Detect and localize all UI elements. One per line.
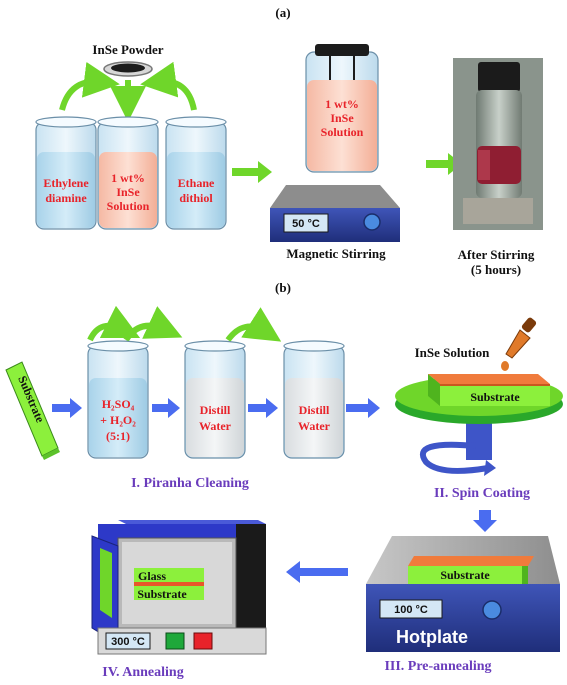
hotplate-temp: 100 °C (394, 604, 428, 616)
distill2-line2: Water (298, 419, 331, 433)
panel-b-label: (b) (275, 280, 291, 295)
beaker2-line3: Solution (107, 199, 150, 213)
piranha-line1: H₂SO₄ (102, 397, 135, 411)
step1-caption: I. Piranha Cleaning (131, 476, 249, 491)
stirrer-caption: Magnetic Stirring (286, 246, 386, 261)
beaker-piranha: H₂SO₄ + H₂O₂ (5:1) (87, 340, 149, 459)
powder-label: InSe Powder (92, 42, 163, 57)
beaker-inse-solution: 1 wt% InSe Solution (97, 116, 159, 230)
substrate-slab: Substrate (5, 361, 60, 460)
beaker2-line2: InSe (116, 185, 140, 199)
beaker1-line1: Ethylene (43, 176, 89, 190)
hotplate-substrate-label: Substrate (440, 568, 490, 582)
panel-a-label: (a) (275, 5, 290, 20)
spin-substrate-label: Substrate (470, 390, 520, 404)
stirrer-temp: 50 °C (292, 218, 320, 230)
distill1-line2: Water (199, 419, 232, 433)
mixing-arrows (59, 61, 197, 122)
piranha-line2: + H₂O₂ (100, 413, 136, 427)
beaker3-line2: dithiol (179, 191, 213, 205)
stirrer-beaker-line1: 1 wt% (325, 97, 359, 111)
arrow-to-stirrer (232, 161, 272, 183)
step2-caption: II. Spin Coating (434, 486, 530, 501)
beaker2-line1: 1 wt% (111, 171, 145, 185)
hotplate: Substrate 100 °C Hotplate (366, 536, 560, 652)
powder-dish: InSe Powder (92, 42, 164, 77)
stirrer-beaker-line3: Solution (321, 125, 364, 139)
distill1-line1: Distill (200, 403, 231, 417)
beaker-distill-water-2: Distill Water (283, 340, 345, 459)
vial-caption-line1: After Stirring (458, 247, 535, 262)
vial-caption-line2: (5 hours) (471, 262, 521, 277)
beaker3-line1: Ethane (178, 176, 215, 190)
magnetic-stirrer: 50 °C 1 wt% InSe Solution Magnetic Stirr… (270, 44, 400, 261)
distill2-line1: Distill (299, 403, 330, 417)
annealing-oven: Glass Substrate 300 °C (91, 520, 267, 655)
oven-glass-label: Glass (138, 569, 166, 583)
stirrer-beaker-line2: InSe (330, 111, 354, 125)
process-arrows (52, 398, 497, 583)
piranha-line3: (5:1) (106, 429, 130, 443)
step4-caption: IV. Annealing (102, 665, 183, 680)
vial-photo (453, 58, 543, 230)
oven-temp: 300 °C (111, 636, 145, 648)
beaker1-line2: diamine (45, 191, 87, 205)
oven-substrate-label: Substrate (137, 587, 187, 601)
hotplate-label: Hotplate (396, 627, 468, 647)
spin-coater: InSe Solution Substrate (395, 317, 563, 476)
cleaning-arrows (87, 305, 282, 342)
step3-caption: III. Pre-annealing (384, 659, 491, 674)
beaker-ethylenediamine: Ethylene diamine (35, 116, 97, 230)
spin-solution-label: InSe Solution (415, 345, 491, 360)
beaker-ethanedithiol: Ethane dithiol (165, 116, 227, 230)
beaker-distill-water-1: Distill Water (184, 340, 246, 459)
